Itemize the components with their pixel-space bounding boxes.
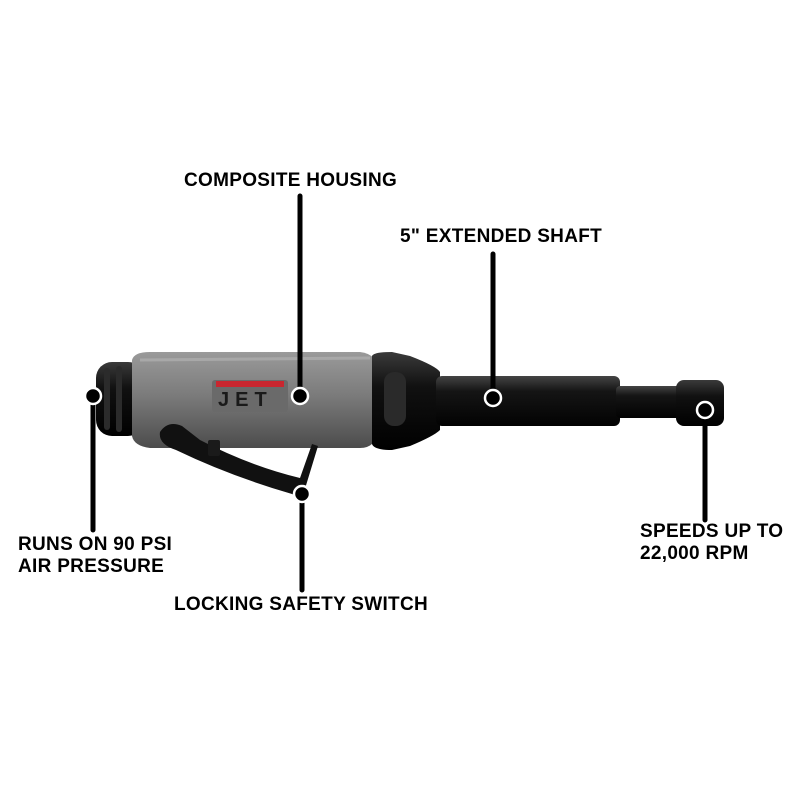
pressure-label-line2: AIR PRESSURE — [18, 556, 165, 577]
front-collar — [372, 352, 440, 450]
brand-logo: JET — [218, 389, 273, 411]
pressure-label-line1: RUNS ON 90 PSI — [18, 534, 173, 555]
switch-callout-dot — [292, 484, 312, 504]
throttle-lever — [159, 424, 318, 496]
housing-callout-label: COMPOSITE HOUSING — [184, 170, 397, 192]
speed-label-line1: SPEEDS UP TO — [640, 521, 784, 542]
callout-lines — [90, 193, 708, 593]
switch-label-text: LOCKING SAFETY SWITCH — [174, 594, 429, 615]
switch-callout-label: LOCKING SAFETY SWITCH — [174, 594, 428, 616]
pressure-callout-dot — [83, 386, 103, 406]
brand-stripe — [216, 381, 284, 387]
speed-callout-dot — [695, 400, 715, 420]
shaft-callout-label: 5" EXTENDED SHAFT — [400, 226, 602, 248]
housing-callout-dot — [290, 386, 310, 406]
composite-housing: JET — [132, 352, 378, 448]
speed-callout-label: SPEEDS UP TO 22,000 RPM — [640, 521, 783, 565]
callout-dots — [83, 386, 715, 504]
shaft-callout-dot — [483, 388, 503, 408]
housing-label-text: COMPOSITE HOUSING — [184, 170, 398, 191]
extended-shaft — [436, 376, 724, 426]
shaft-label-text: 5" EXTENDED SHAFT — [400, 226, 603, 247]
speed-label-line2: 22,000 RPM — [640, 543, 749, 564]
pressure-callout-label: RUNS ON 90 PSI AIR PRESSURE — [18, 534, 172, 578]
